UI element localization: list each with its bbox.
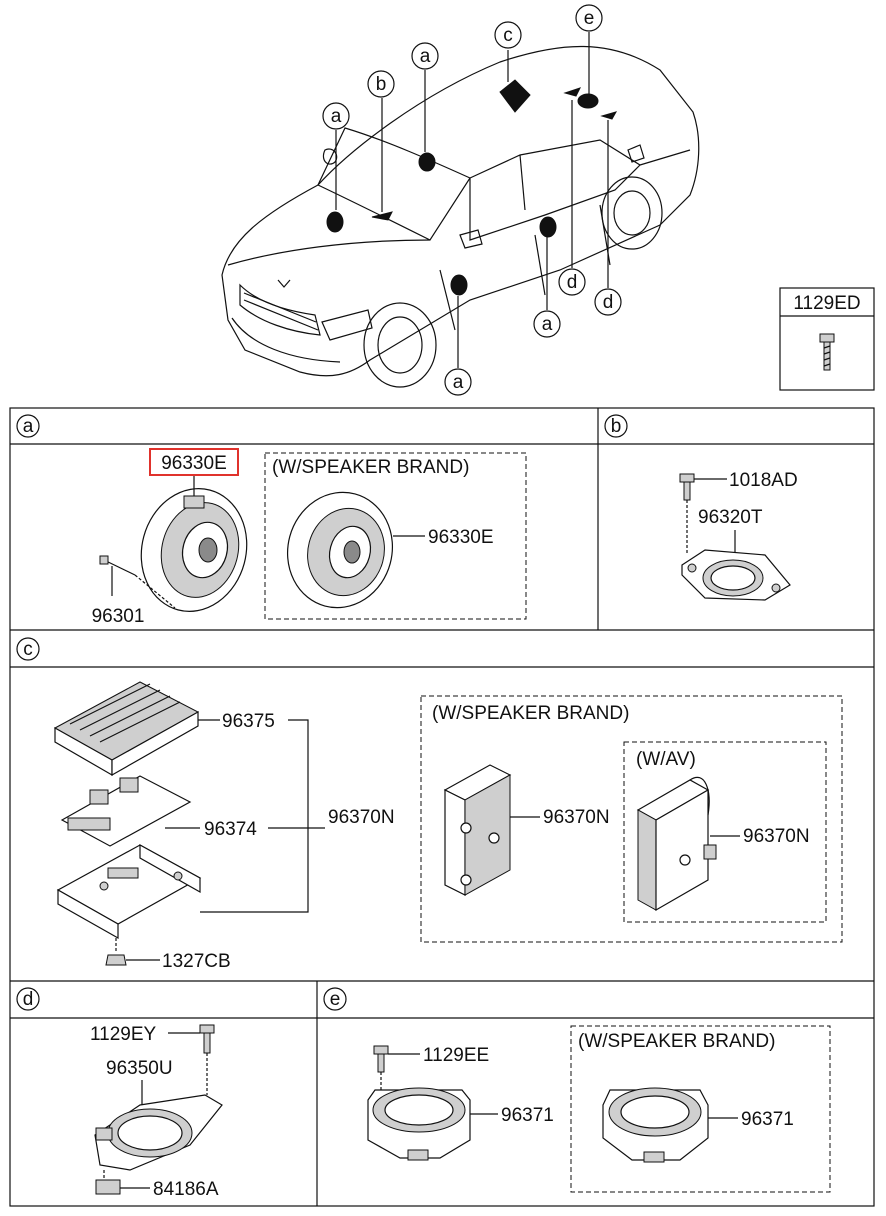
svg-text:b: b	[376, 74, 387, 95]
callout-a-2: a	[411, 42, 439, 70]
svg-text:a: a	[453, 372, 464, 393]
brand-title-c: (W/SPEAKER BRAND)	[432, 703, 629, 724]
amp-cover-icon	[53, 681, 200, 777]
brand-variant-box-c	[420, 695, 843, 943]
section-d-letter: d	[23, 989, 34, 1010]
bolt-icon-b	[679, 473, 727, 555]
screw-icon	[99, 555, 176, 609]
part-96301: 96301	[92, 606, 145, 627]
svg-text:a: a	[542, 314, 553, 335]
tweeter-speaker-icon	[681, 549, 791, 601]
callout-b: b	[367, 70, 395, 98]
front-door-lower-speaker-marker	[450, 274, 468, 296]
assembly-bracket	[200, 719, 309, 913]
callout-a-4: a	[444, 368, 472, 396]
center-speaker-icon	[94, 1094, 223, 1182]
brand-title-e: (W/SPEAKER BRAND)	[578, 1031, 775, 1052]
part-1327CB: 1327CB	[162, 951, 231, 972]
section-b: b 1018AD 96320T	[604, 414, 798, 601]
pad-icon	[95, 1179, 121, 1195]
callout-a-3: a	[533, 310, 561, 338]
section-grid	[9, 407, 875, 1207]
circuit-board-icon	[60, 775, 192, 847]
center-speaker-marker	[371, 211, 393, 221]
section-b-letter: b	[611, 416, 622, 437]
car-overview: a b a c e a d a	[221, 4, 700, 396]
callout-e: e	[575, 4, 603, 32]
part-84186A: 84186A	[153, 1179, 219, 1200]
svg-text:e: e	[584, 8, 595, 29]
rear-tweeter-marker-2	[600, 111, 618, 120]
brand-variant-box-a	[264, 452, 527, 620]
door-speaker-icon	[140, 476, 248, 612]
part-96370N-av: 96370N	[743, 826, 810, 847]
part-96330E-brand: 96330E	[428, 527, 494, 548]
amplifier-marker	[499, 79, 531, 113]
bolt-icon	[819, 333, 835, 371]
brand-title-a: (W/SPEAKER BRAND)	[272, 457, 469, 478]
bolt-icon-e	[373, 1045, 420, 1092]
svg-text:d: d	[567, 272, 578, 293]
brand-variant-box-e	[570, 1025, 831, 1193]
side-part-box: 1129ED	[779, 287, 875, 391]
callout-c: c	[494, 21, 522, 49]
section-e-letter: e	[330, 989, 341, 1010]
callout-leaders	[335, 32, 609, 368]
part-96370N-brand: 96370N	[543, 807, 610, 828]
section-e: e 1129EE 96371 (W/SPEAKER BRAND) 96371	[323, 987, 831, 1193]
part-96320T: 96320T	[698, 507, 763, 528]
part-96371-brand: 96371	[741, 1109, 794, 1130]
part-96370N: 96370N	[328, 807, 395, 828]
front-door-speaker-marker	[326, 211, 344, 233]
section-c: c 96375 96374 13	[16, 637, 843, 972]
callout-d-2: d	[594, 288, 622, 316]
nut-icon	[105, 938, 160, 966]
svg-text:d: d	[603, 292, 614, 313]
subwoofer-icon	[367, 1087, 471, 1161]
part-1129EE: 1129EE	[423, 1045, 489, 1066]
part-96330E-highlighted: 96330E	[161, 453, 227, 474]
av-title: (W/AV)	[636, 749, 696, 770]
part-96350U: 96350U	[106, 1058, 173, 1079]
side-box-label: 1129ED	[793, 293, 860, 314]
subwoofer-marker	[577, 93, 599, 109]
part-96371: 96371	[501, 1105, 554, 1126]
svg-text:c: c	[503, 25, 513, 46]
rear-door-speaker-marker	[539, 216, 557, 238]
part-1018AD: 1018AD	[729, 470, 798, 491]
rear-tweeter-marker	[563, 87, 581, 97]
svg-text:a: a	[420, 46, 431, 67]
av-variant-box	[623, 741, 827, 923]
brand-amplifier-icon	[443, 764, 512, 896]
bolt-icon-d	[199, 1024, 215, 1095]
svg-text:a: a	[331, 106, 342, 127]
part-1129EY: 1129EY	[90, 1024, 157, 1045]
part-96375: 96375	[222, 711, 275, 732]
amp-case-icon	[56, 843, 202, 940]
callout-d-1: d	[558, 268, 586, 296]
section-c-letter: c	[23, 639, 33, 660]
section-a: a 96330E 96301 (W/SPEAKER BRAND)	[16, 414, 527, 627]
highlight-box	[149, 448, 239, 476]
section-a-letter: a	[23, 416, 34, 437]
brand-subwoofer-icon	[602, 1087, 709, 1163]
brand-door-speaker-icon	[286, 491, 394, 609]
av-amplifier-icon	[636, 776, 717, 912]
callout-a-1: a	[322, 102, 350, 130]
section-d: d 1129EY 96350U 84186A	[16, 987, 223, 1200]
car-body	[221, 45, 700, 388]
part-96374: 96374	[204, 819, 257, 840]
roof-speaker-marker	[418, 152, 436, 172]
